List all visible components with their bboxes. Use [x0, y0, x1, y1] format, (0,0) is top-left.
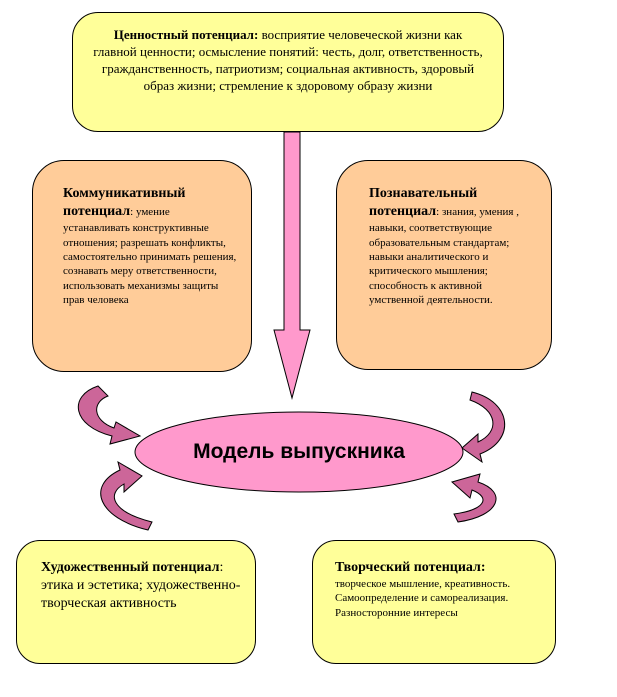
- value-potential-title: Ценностный потенциал:: [113, 27, 259, 42]
- curved-arrow-bottom-right: [450, 473, 497, 523]
- communicative-potential-title: Коммуникативный потенциал: [63, 186, 186, 220]
- curved-arrow-top-left: [77, 385, 142, 445]
- cognitive-potential-text: : знания, умения , навыки, соответствующ…: [369, 206, 519, 306]
- communicative-potential-text: : умение устанавливать конструктивные от…: [63, 206, 237, 306]
- artistic-potential-text: : этика и эстетика; художественно-творче…: [41, 560, 241, 612]
- cognitive-potential-box: Познавательный потенциал: знания, умения…: [336, 160, 552, 370]
- down-arrow: [273, 131, 311, 400]
- cognitive-potential-title: Познавательный потенциал: [369, 186, 478, 220]
- creative-potential-box: Творческий потенциал: творческое мышлени…: [312, 540, 556, 664]
- center-label-text: Модель выпускника: [193, 440, 405, 463]
- center-ellipse: [134, 411, 464, 493]
- value-potential-box: Ценностный потенциал: восприятие человеч…: [72, 12, 504, 132]
- creative-potential-text: творческое мышление, креативность. Самоо…: [335, 578, 511, 619]
- artistic-potential-title: Художественный потенциал: [41, 560, 220, 575]
- curved-arrow-bottom-left: [100, 460, 153, 531]
- curved-arrow-top-right: [461, 391, 506, 464]
- communicative-potential-box: Коммуникативный потенциал: умение устана…: [32, 160, 252, 372]
- artistic-potential-box: Художественный потенциал: этика и эстети…: [16, 540, 256, 664]
- value-potential-text: восприятие человеческой жизни как главно…: [93, 27, 483, 93]
- center-label: Модель выпускника: [135, 412, 463, 492]
- creative-potential-title: Творческий потенциал:: [335, 560, 486, 575]
